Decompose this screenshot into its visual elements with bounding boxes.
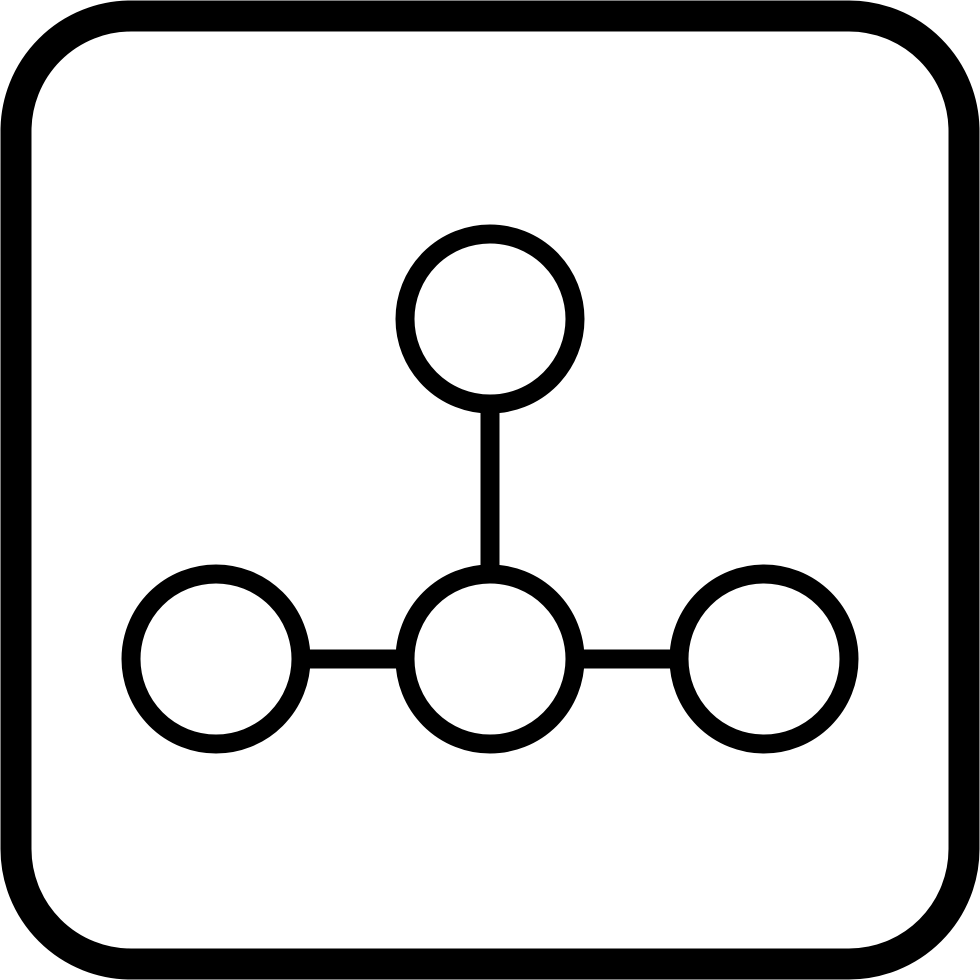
node-center [395,564,585,754]
node-right [669,564,859,754]
node-top [395,224,585,414]
node-left [121,564,311,754]
node-circles [121,224,859,754]
